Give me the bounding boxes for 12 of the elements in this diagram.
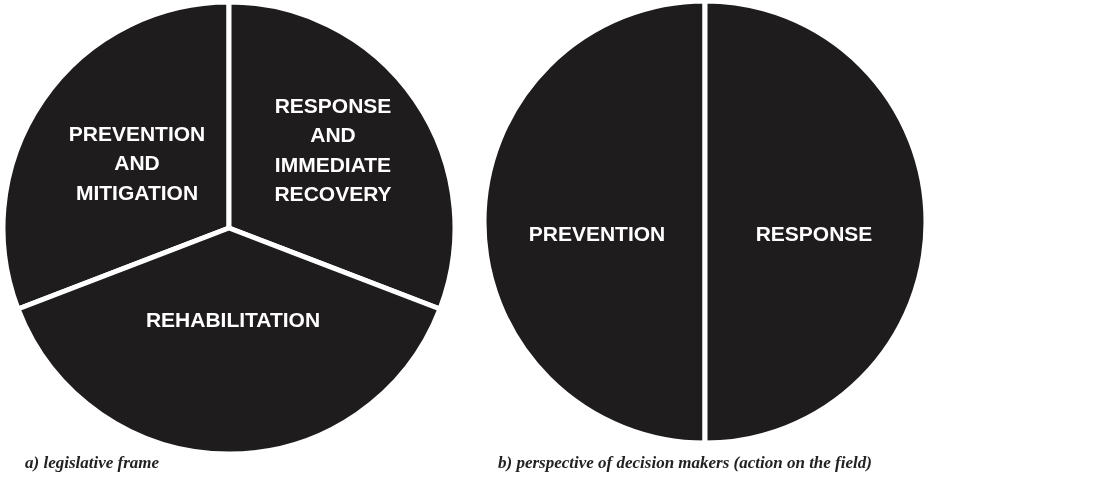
sector-label: RESPONSE <box>754 221 874 248</box>
pie-sector <box>484 1 705 443</box>
sector-label: PREVENTION <box>527 221 667 248</box>
sector-label: PREVENTION AND MITIGATION <box>67 120 207 206</box>
pie-sector <box>705 1 926 443</box>
pie-sector <box>3 2 229 309</box>
caption: b) perspective of decision makers (action on the field) <box>498 453 872 473</box>
caption: a) legislative frame <box>25 453 160 473</box>
sector-label: RESPONSE AND IMMEDIATE RECOVERY <box>273 93 393 208</box>
pie-sector <box>229 2 455 309</box>
sector-label: REHABILITATION <box>144 307 322 334</box>
pie-sector <box>18 228 440 454</box>
